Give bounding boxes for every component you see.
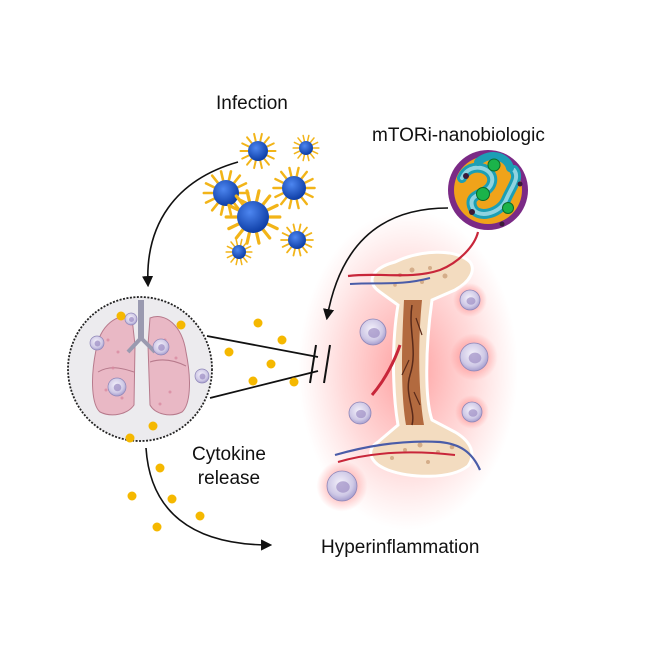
cytokine-dot-icon xyxy=(155,463,165,473)
cytokine-dot-icon xyxy=(224,347,234,357)
immune-cell-group xyxy=(316,283,498,512)
zoom-line-top xyxy=(206,335,319,358)
hyperinflammation-label: Hyperinflammation xyxy=(321,537,480,558)
immune-cell-icon xyxy=(348,401,372,425)
cytokine-dot-icon xyxy=(266,359,276,369)
cytokine-label-line1: Cytokine xyxy=(192,444,266,465)
inhibition-symbol-icon xyxy=(309,344,331,384)
infection-label: Infection xyxy=(216,93,288,114)
cytokine-dot-icon xyxy=(148,421,158,431)
immune-cell-icon xyxy=(359,318,387,346)
nanoparticle-icon xyxy=(448,150,528,230)
cytokine-dot-icon xyxy=(195,511,205,521)
cytokine-dot-icon xyxy=(127,491,137,501)
cytokine-dot-icon xyxy=(248,376,258,386)
cytokine-dot-icon xyxy=(289,377,299,387)
nanobiologic-arrow xyxy=(323,207,449,321)
virus-icon xyxy=(239,132,277,170)
cytokine-release-label: Cytokine release xyxy=(192,443,266,491)
cytokine-dot-icon xyxy=(125,433,135,443)
nanobiologic-label: mTORi-nanobiologic xyxy=(372,125,545,146)
virus-cluster xyxy=(202,132,320,266)
cytokine-to-hyperinflammation-arrow xyxy=(145,447,273,551)
immune-cell-icon xyxy=(194,368,210,384)
immune-cell-icon xyxy=(316,460,368,512)
cytokine-dot-icon xyxy=(116,311,126,321)
immune-cell-icon xyxy=(453,283,487,317)
virus-icon xyxy=(202,170,250,216)
immune-cell-icon xyxy=(89,335,105,351)
cytokine-dot-icon xyxy=(152,522,162,532)
infection-to-lungs-arrow xyxy=(141,161,239,288)
immune-cell-icon xyxy=(455,395,489,429)
immune-cell-icon xyxy=(152,338,170,356)
lung-zoom-circle xyxy=(67,296,213,442)
cytokine-dot-icon xyxy=(176,320,186,330)
immune-cell-icon xyxy=(450,333,498,381)
cytokine-dot-icon xyxy=(167,494,177,504)
immune-cell-icon xyxy=(107,377,127,397)
virus-icon xyxy=(225,238,253,266)
cytokine-dot-icon xyxy=(277,335,287,345)
virus-icon xyxy=(280,223,314,257)
zoom-line-bottom xyxy=(209,370,319,399)
immune-cell-icon xyxy=(124,312,138,326)
cytokine-dot-icon xyxy=(253,318,263,328)
cytokine-group xyxy=(116,311,299,532)
cytokine-label-line2: release xyxy=(197,468,261,489)
lung-immune-cells xyxy=(89,312,210,397)
virus-icon xyxy=(224,189,282,245)
bone-icon xyxy=(334,231,482,478)
virus-icon xyxy=(292,134,320,162)
virus-icon xyxy=(272,166,316,210)
